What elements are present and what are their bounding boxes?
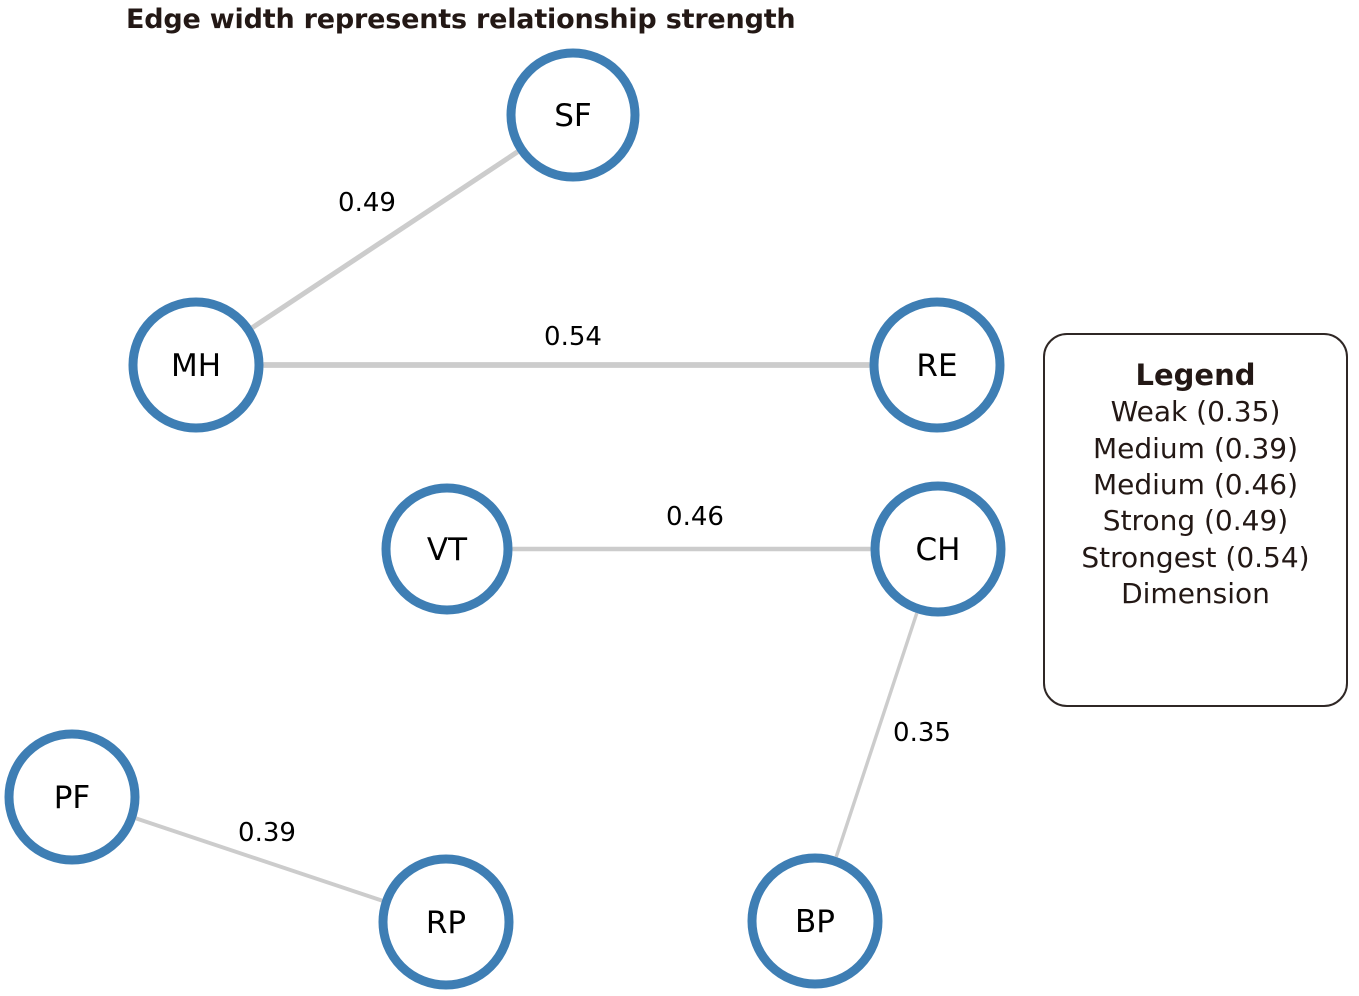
node-label-ch: CH: [916, 532, 961, 568]
legend-item-strongest: Strongest (0.54): [1081, 540, 1310, 574]
legend-item-dimension: Dimension: [1121, 577, 1270, 611]
edge-weight-label-mh-sf: 0.49: [338, 188, 396, 218]
node-circle-ch[interactable]: [870, 481, 1006, 617]
node-label-mh: MH: [171, 348, 221, 384]
node-mh[interactable]: MH: [128, 297, 264, 433]
node-label-vt: VT: [427, 532, 468, 568]
legend-title: Legend: [1135, 358, 1256, 392]
node-label-re: RE: [916, 348, 957, 384]
node-label-rp: RP: [426, 905, 466, 941]
edge-weight-label-ch-bp: 0.35: [893, 718, 951, 748]
legend-item-medium-046: Medium (0.46): [1092, 467, 1299, 501]
legend-item-medium-039: Medium (0.39): [1092, 431, 1299, 465]
node-circle-pf[interactable]: [4, 729, 140, 865]
edge-pf-rp: [135, 816, 383, 903]
node-circle-bp[interactable]: [747, 853, 883, 989]
node-circle-mh[interactable]: [128, 297, 264, 433]
edge-weight-label-pf-rp: 0.39: [238, 818, 296, 848]
legend-item-weak: Weak (0.35): [1110, 395, 1281, 429]
legend-panel: Legend Weak (0.35) Medium (0.39) Medium …: [1043, 333, 1348, 707]
node-sf[interactable]: SF: [506, 48, 640, 182]
page-title: Edge width represents relationship stren…: [126, 4, 796, 35]
node-label-pf: PF: [54, 780, 91, 816]
node-circle-re[interactable]: [869, 297, 1005, 433]
node-bp[interactable]: BP: [747, 853, 883, 989]
node-ch[interactable]: CH: [870, 481, 1006, 617]
node-rp[interactable]: RP: [378, 854, 514, 990]
edge-mh-sf: [250, 149, 519, 330]
edge-labels-layer: 0.49 0.54 0.46 0.35 0.39: [238, 188, 951, 848]
edge-ch-bp: [834, 612, 919, 858]
node-label-sf: SF: [554, 98, 592, 134]
legend-item-strong: Strong (0.49): [1102, 504, 1289, 538]
edge-weight-label-mh-re: 0.54: [544, 322, 602, 352]
node-circle-sf[interactable]: [506, 48, 640, 182]
node-re[interactable]: RE: [869, 297, 1005, 433]
node-circle-rp[interactable]: [378, 854, 514, 990]
edge-weight-label-vt-ch: 0.46: [666, 502, 724, 532]
nodes-layer: SF MH RE VT CH PF RP BP: [4, 48, 1006, 990]
edges-layer: [135, 149, 919, 903]
node-vt[interactable]: VT: [381, 483, 513, 615]
node-pf[interactable]: PF: [4, 729, 140, 865]
node-label-bp: BP: [795, 904, 835, 940]
node-circle-vt[interactable]: [381, 483, 513, 615]
